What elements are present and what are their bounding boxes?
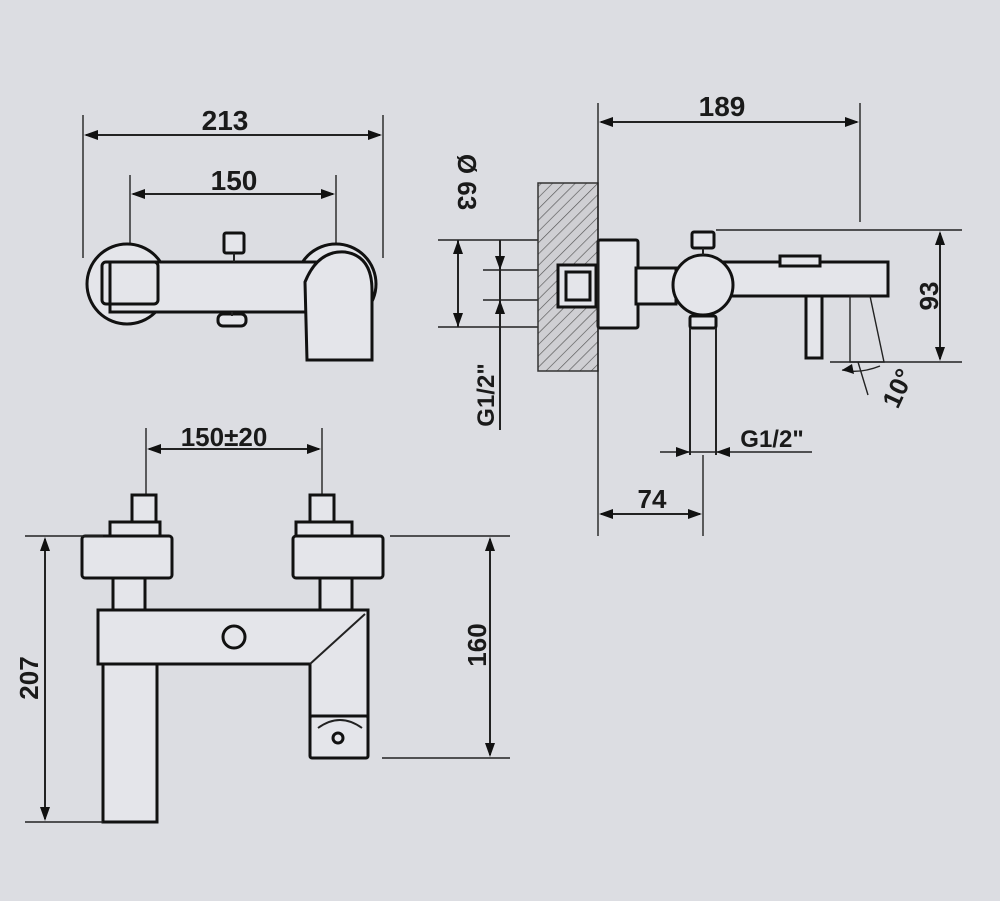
dimension-total-height-207: 207 <box>14 535 103 823</box>
dimension-wall-depth-74: 74 <box>599 455 704 536</box>
dim-label-diameter-63: Ø 63 <box>452 154 482 210</box>
dimension-inlet-spacing-150-tolerance: 150±20 <box>145 422 323 496</box>
dim-label-74: 74 <box>638 484 667 514</box>
dim-label-207: 207 <box>14 656 44 699</box>
valve-body <box>671 253 735 317</box>
dimension-outlet-thread: G1/2" <box>660 426 812 457</box>
dim-label-outlet-thread: G1/2" <box>740 426 803 453</box>
dimension-width-213: 213 <box>82 105 384 258</box>
dim-label-inlet-thread: G1/2" <box>473 363 500 426</box>
dim-label-10-degrees: 10° <box>876 364 920 412</box>
diverter-knob <box>221 624 247 650</box>
dim-label-150: 150 <box>211 165 258 196</box>
front-view: 150±20 207 <box>14 422 510 824</box>
dim-label-160: 160 <box>462 623 492 666</box>
dim-label-213: 213 <box>202 105 249 136</box>
dimension-angle-10: 10° <box>841 361 920 412</box>
dim-label-189: 189 <box>699 91 746 122</box>
dimension-inlet-spacing-150: 150 <box>129 165 337 265</box>
dimension-body-height-160: 160 <box>382 535 510 759</box>
escutcheon <box>596 238 640 330</box>
dimension-height-93: 93 <box>716 229 962 363</box>
dim-label-150-tolerance: 150±20 <box>181 422 268 452</box>
top-view-body <box>85 231 378 362</box>
dimension-inlet-thread: G1/2" <box>473 240 600 430</box>
dimension-depth-189: 189 <box>597 91 861 536</box>
dim-label-93: 93 <box>914 282 944 311</box>
top-view: 213 150 <box>82 105 384 362</box>
front-view-lever <box>101 662 159 824</box>
side-view: Ø 63 G1/2" <box>438 91 962 536</box>
